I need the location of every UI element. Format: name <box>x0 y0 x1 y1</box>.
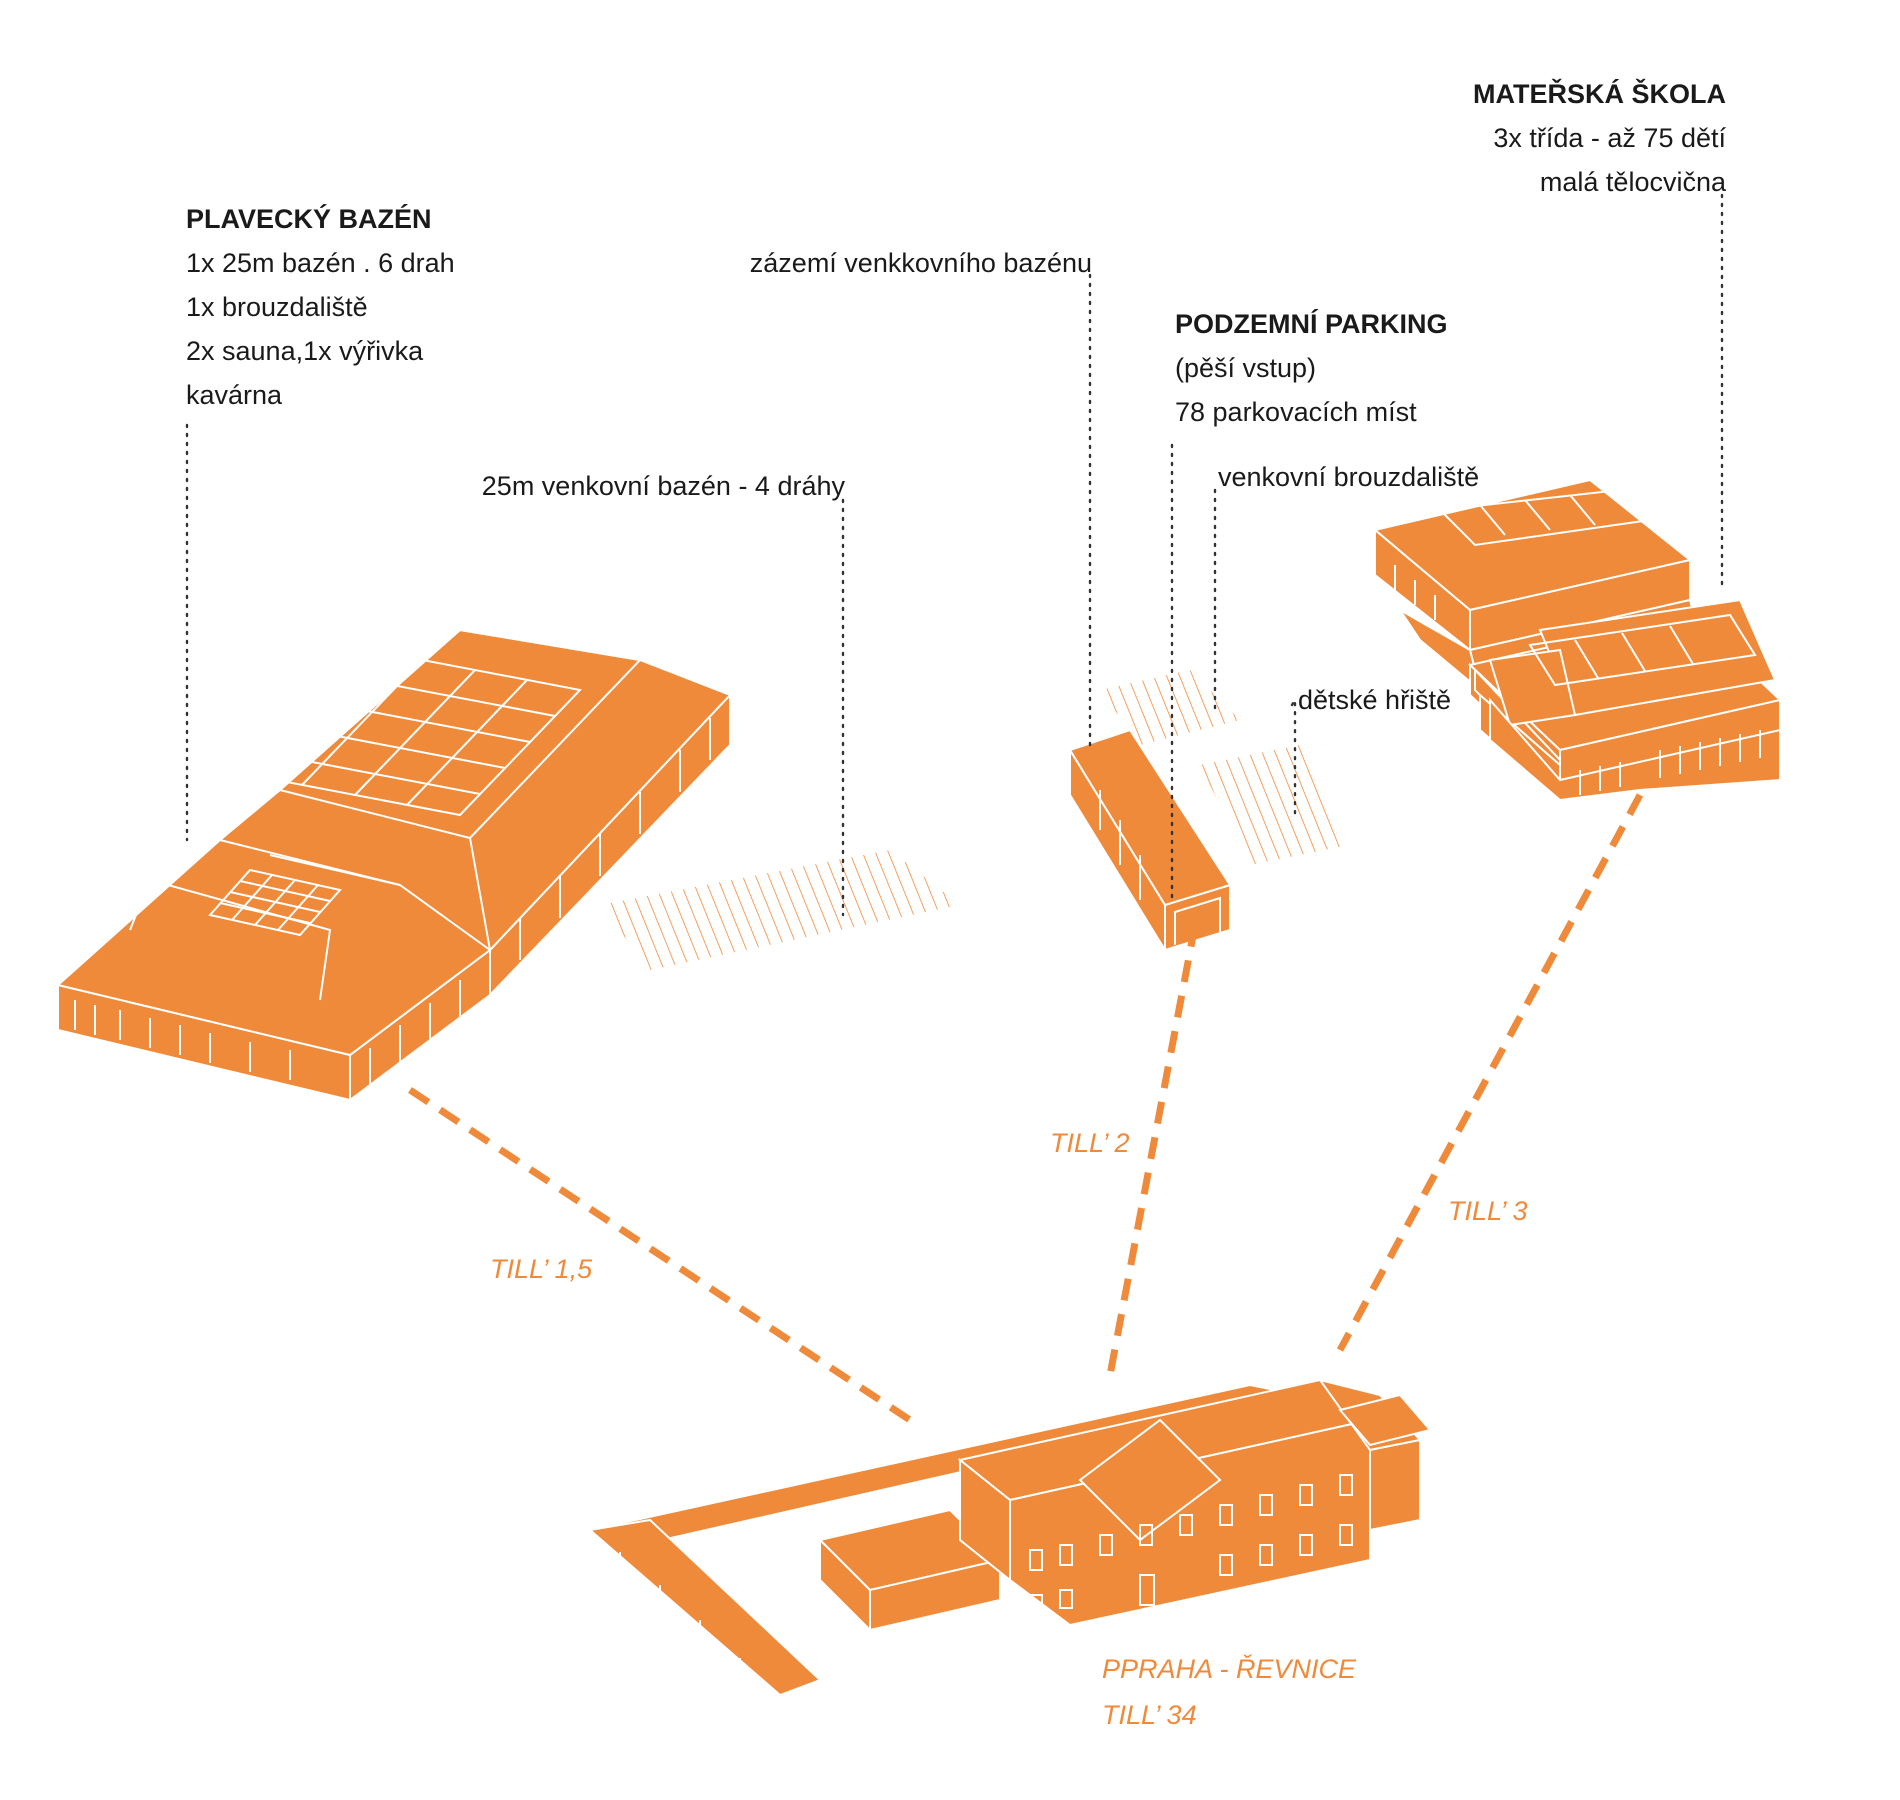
label-kindergarten: MATEŘSKÁ ŠKOLA 3x třída - až 75 dětí mal… <box>1473 78 1727 197</box>
station-name: PPRAHA - ŘEVNICE <box>1102 1653 1357 1684</box>
label-swimming-pool-line: 1x brouzdaliště <box>186 292 368 322</box>
label-parking-line: (pěší vstup) <box>1175 353 1316 383</box>
label-kindergarten-title: MATEŘSKÁ ŠKOLA <box>1473 78 1726 109</box>
label-kindergarten-line: 3x třída - až 75 dětí <box>1493 123 1726 153</box>
label-parking-line: 78 parkovacích míst <box>1175 397 1417 427</box>
distance-facility: TILL’ 2 <box>1050 1128 1130 1158</box>
path-facility <box>1106 924 1199 1376</box>
label-outdoor-pool-facility: zázemí venkkovního bazénu <box>750 248 1092 278</box>
distance-pool: TILL’ 1,5 <box>490 1254 593 1284</box>
label-parking-title: PODZEMNÍ PARKING <box>1175 308 1448 339</box>
label-parking: PODZEMNÍ PARKING (pěší vstup) 78 parkova… <box>1175 308 1448 427</box>
swimming-pool-building <box>55 628 732 1102</box>
path-pool <box>408 1087 912 1423</box>
kindergarten-building <box>1372 478 1783 803</box>
label-swimming-pool-line: 2x sauna,1x výřivka <box>186 336 424 366</box>
label-swimming-pool: PLAVECKÝ BAZÉN 1x 25m bazén . 6 drah 1x … <box>186 203 455 410</box>
label-outdoor-paddling: venkovní brouzdaliště <box>1218 462 1479 492</box>
label-kindergarten-line: malá tělocvična <box>1540 167 1727 197</box>
outdoor-pool-facility-building <box>1068 728 1232 954</box>
label-outdoor-pool: 25m venkovní bazén - 4 dráhy <box>482 471 846 501</box>
distance-kindergarten: TILL’ 3 <box>1448 1196 1528 1226</box>
label-swimming-pool-line: 1x 25m bazén . 6 drah <box>186 248 455 278</box>
leader-playground <box>1290 695 1297 817</box>
path-kindergarten <box>1336 793 1644 1352</box>
outdoor-paddling-area <box>1100 670 1240 745</box>
outdoor-pool-area <box>600 850 960 970</box>
railway-station-building <box>586 1378 1432 1730</box>
label-swimming-pool-line: kavárna <box>186 380 283 410</box>
label-swimming-pool-title: PLAVECKÝ BAZÉN <box>186 203 432 234</box>
station-distance: TILL’ 34 <box>1102 1700 1197 1730</box>
playground-area <box>1200 745 1350 865</box>
label-playground: dětské hřiště <box>1298 685 1451 715</box>
